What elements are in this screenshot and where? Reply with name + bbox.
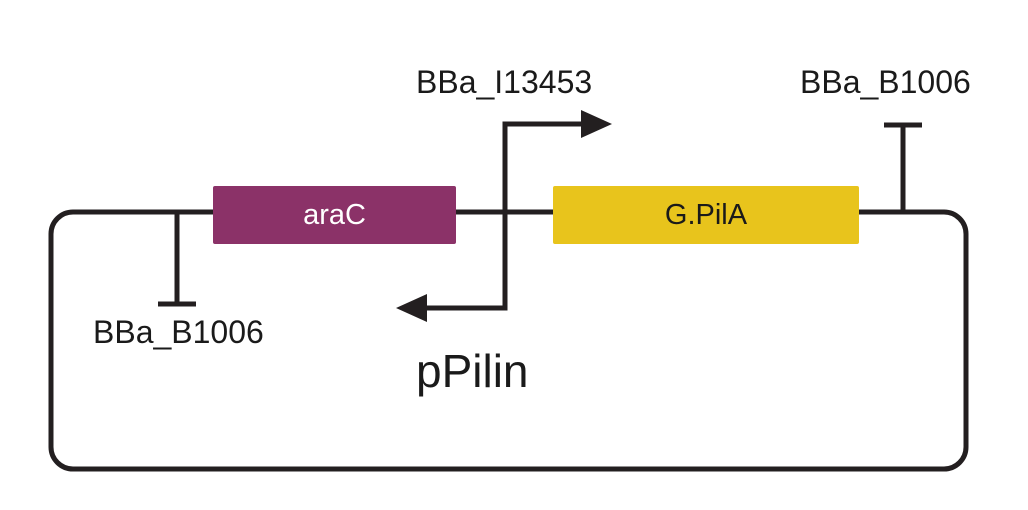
terminator-left-label: BBa_B1006 — [93, 314, 264, 350]
terminator-left-icon — [158, 214, 196, 307]
promoter-name-label: pPilin — [416, 345, 529, 397]
promoter-reverse-arrow-icon — [396, 213, 508, 322]
terminator-right-icon — [884, 122, 922, 212]
plasmid-backbone — [48, 209, 969, 472]
gpila-gene-block — [553, 186, 859, 244]
gpila-gene-label: G.PilA — [664, 198, 748, 231]
terminator-right-label: BBa_B1006 — [800, 64, 971, 100]
promoter-id-label: BBa_I13453 — [416, 64, 593, 100]
arac-gene-block — [213, 186, 456, 244]
arac-gene-label: araC — [303, 198, 366, 231]
promoter-forward-arrow-icon — [502, 110, 612, 213]
